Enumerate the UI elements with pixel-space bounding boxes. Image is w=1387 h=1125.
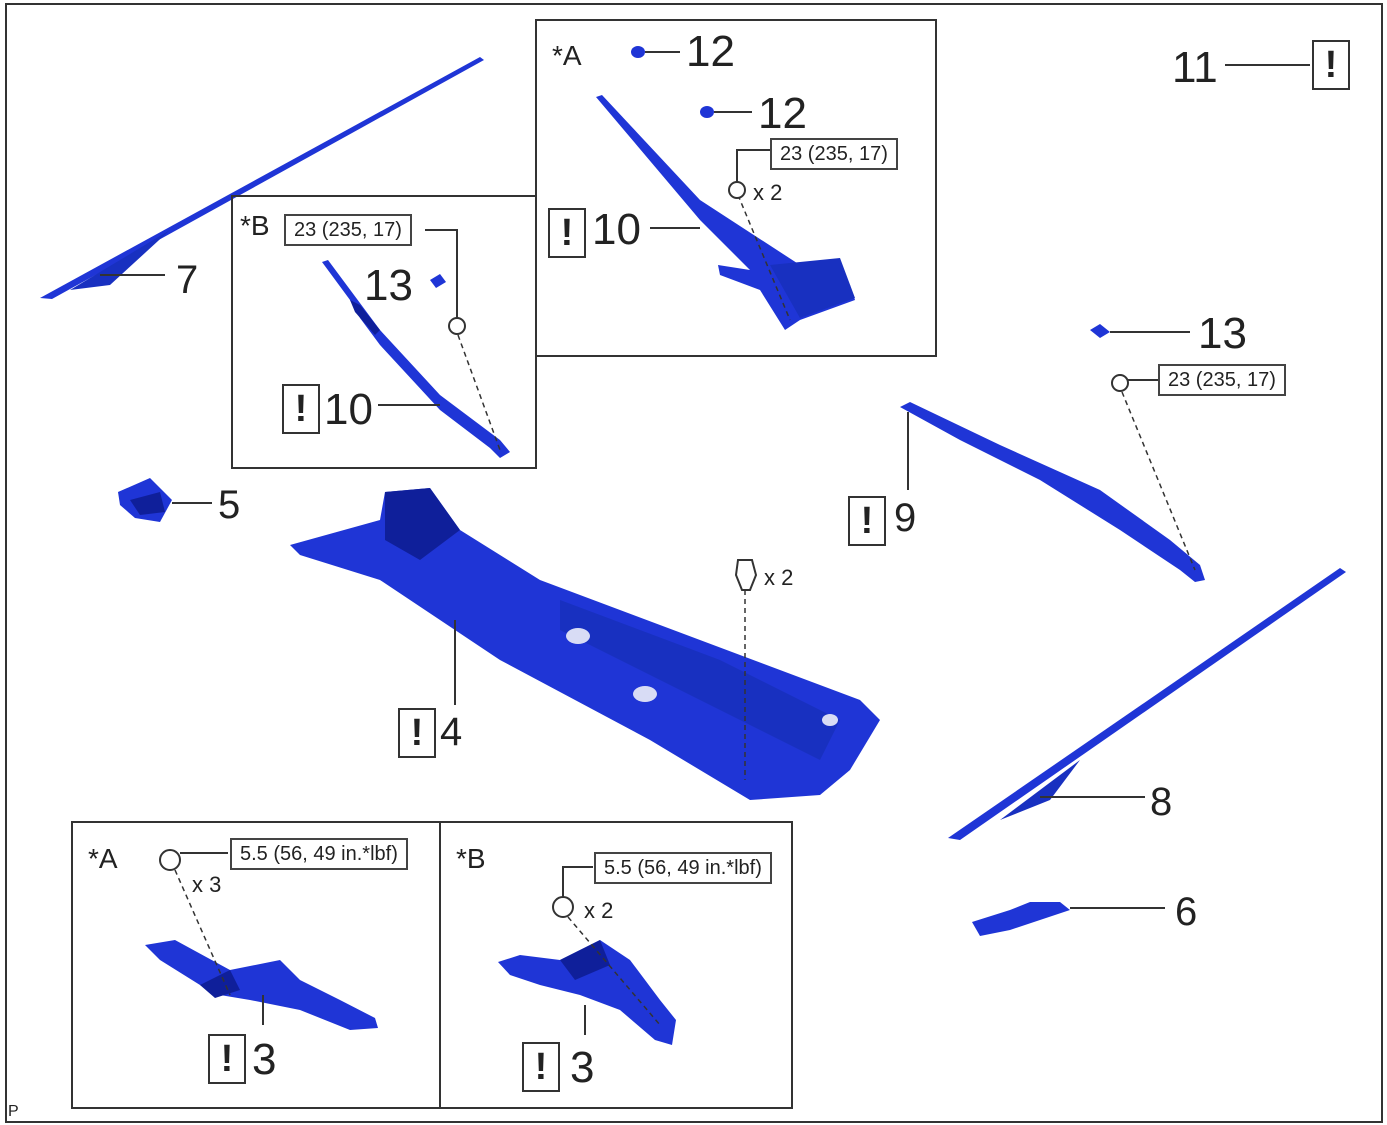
part-4-cowl-panel <box>290 488 880 800</box>
tag-a-bottom: *A <box>88 843 118 874</box>
label-4: 4 <box>440 710 463 754</box>
part-9-wiper-arm-right <box>900 324 1205 582</box>
label-12-a: 12 <box>686 27 735 76</box>
outer-border <box>5 3 1383 1123</box>
label-10-b: 10 <box>324 385 373 434</box>
label-10-a: 10 <box>592 205 641 254</box>
part-3-wiper-link-a <box>145 849 378 1030</box>
qty-a-top: x 2 <box>753 180 783 205</box>
qty-clip: x 2 <box>764 565 794 590</box>
label-13-b: 13 <box>1198 309 1247 358</box>
part-10-wiper-arm-a <box>596 46 855 330</box>
part-3-wiper-link-b <box>498 866 676 1045</box>
torque-spec-b-bottom: 5.5 (56, 49 in.*lbf) <box>594 852 772 884</box>
tag-a-top: *A <box>552 40 582 71</box>
torque-spec-right: 23 (235, 17) <box>1158 364 1286 396</box>
warning-icon-10-b: ! <box>282 384 320 434</box>
label-8: 8 <box>1150 780 1173 824</box>
warning-icon-9: ! <box>848 496 886 546</box>
tag-b-bottom: *B <box>456 843 486 874</box>
label-11: 11 <box>1172 43 1218 92</box>
part-6-cover <box>972 902 1165 936</box>
label-13-a: 13 <box>364 261 413 310</box>
qty-a-bottom: x 3 <box>192 872 222 897</box>
warning-icon-4: ! <box>398 708 436 758</box>
frame-a-top <box>535 19 937 357</box>
label-5: 5 <box>218 483 241 527</box>
label-6: 6 <box>1175 890 1198 934</box>
torque-spec-a-bottom: 5.5 (56, 49 in.*lbf) <box>230 838 408 870</box>
part-10-wiper-arm-b <box>322 229 510 458</box>
label-9: 9 <box>894 496 917 540</box>
label-7: 7 <box>176 258 199 302</box>
warning-icon-11: ! <box>1312 40 1350 90</box>
warning-icon-10-a: ! <box>548 208 586 258</box>
frame-b-bottom <box>439 821 793 1109</box>
qty-b-bottom: x 2 <box>584 898 614 923</box>
frame-b-top <box>231 195 537 469</box>
part-5-cover <box>118 478 212 522</box>
label-3-b: 3 <box>570 1043 595 1092</box>
corner-mark: P <box>8 1103 19 1120</box>
part-8-molding-right <box>948 568 1346 840</box>
label-3-a: 3 <box>252 1035 277 1084</box>
tag-b-top: *B <box>240 210 270 241</box>
warning-icon-3-a: ! <box>208 1034 246 1084</box>
torque-spec-b-top: 23 (235, 17) <box>284 214 412 246</box>
part-7-molding <box>40 57 484 299</box>
label-12-b: 12 <box>758 89 807 138</box>
warning-icon-3-b: ! <box>522 1042 560 1092</box>
torque-spec-a-top: 23 (235, 17) <box>770 138 898 170</box>
